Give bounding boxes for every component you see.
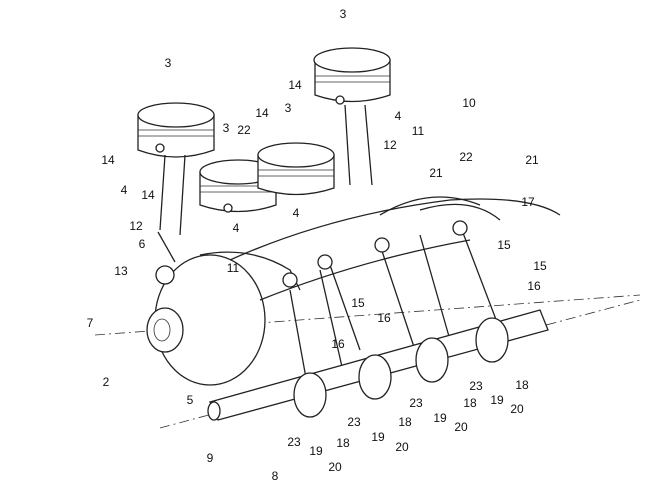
- label-23: 23: [347, 415, 361, 429]
- label-22: 22: [237, 123, 251, 137]
- label-7: 7: [86, 316, 94, 330]
- label-16: 16: [377, 311, 391, 325]
- label-4: 4: [232, 221, 240, 235]
- label-11: 11: [226, 261, 240, 275]
- label-4: 4: [394, 109, 402, 123]
- label-18: 18: [336, 436, 350, 450]
- label-8: 8: [271, 469, 279, 483]
- label-23: 23: [469, 379, 483, 393]
- label-17: 17: [521, 195, 535, 209]
- label-19: 19: [490, 393, 504, 407]
- label-10: 10: [462, 96, 476, 110]
- piston-3: [257, 142, 335, 196]
- label-3: 3: [339, 7, 347, 21]
- label-23: 23: [287, 435, 301, 449]
- label-2: 2: [102, 375, 110, 389]
- piston-1: [137, 102, 215, 263]
- label-14: 14: [101, 153, 115, 167]
- label-18: 18: [515, 378, 529, 392]
- label-20: 20: [454, 420, 468, 434]
- label-4: 4: [292, 206, 300, 220]
- label-3: 3: [164, 56, 172, 70]
- label-18: 18: [463, 396, 477, 410]
- piston-4: [313, 47, 391, 186]
- label-18: 18: [398, 415, 412, 429]
- label-19: 19: [309, 444, 323, 458]
- label-3: 3: [284, 101, 292, 115]
- label-15: 15: [497, 238, 511, 252]
- label-20: 20: [510, 402, 524, 416]
- label-19: 19: [433, 411, 447, 425]
- label-9: 9: [206, 451, 214, 465]
- label-3: 3: [222, 121, 230, 135]
- label-22: 22: [459, 150, 473, 164]
- label-20: 20: [328, 460, 342, 474]
- label-13: 13: [114, 264, 128, 278]
- label-20: 20: [395, 440, 409, 454]
- label-11: 11: [411, 124, 425, 138]
- control-shaft: [207, 309, 549, 421]
- label-16: 16: [527, 279, 541, 293]
- label-5: 5: [186, 393, 194, 407]
- label-6: 6: [138, 237, 146, 251]
- label-12: 12: [129, 219, 143, 233]
- crank-axis-line: [94, 294, 641, 336]
- label-4: 4: [120, 183, 128, 197]
- label-14: 14: [141, 188, 155, 202]
- label-15: 15: [351, 296, 365, 310]
- label-12: 12: [383, 138, 397, 152]
- label-23: 23: [409, 396, 423, 410]
- label-15: 15: [533, 259, 547, 273]
- label-21: 21: [429, 166, 443, 180]
- crankshaft: [146, 198, 561, 386]
- links: [199, 196, 501, 401]
- piston-2: [199, 159, 277, 213]
- label-14: 14: [255, 106, 269, 120]
- label-14: 14: [288, 78, 302, 92]
- label-19: 19: [371, 430, 385, 444]
- label-21: 21: [525, 153, 539, 167]
- label-16: 16: [331, 337, 345, 351]
